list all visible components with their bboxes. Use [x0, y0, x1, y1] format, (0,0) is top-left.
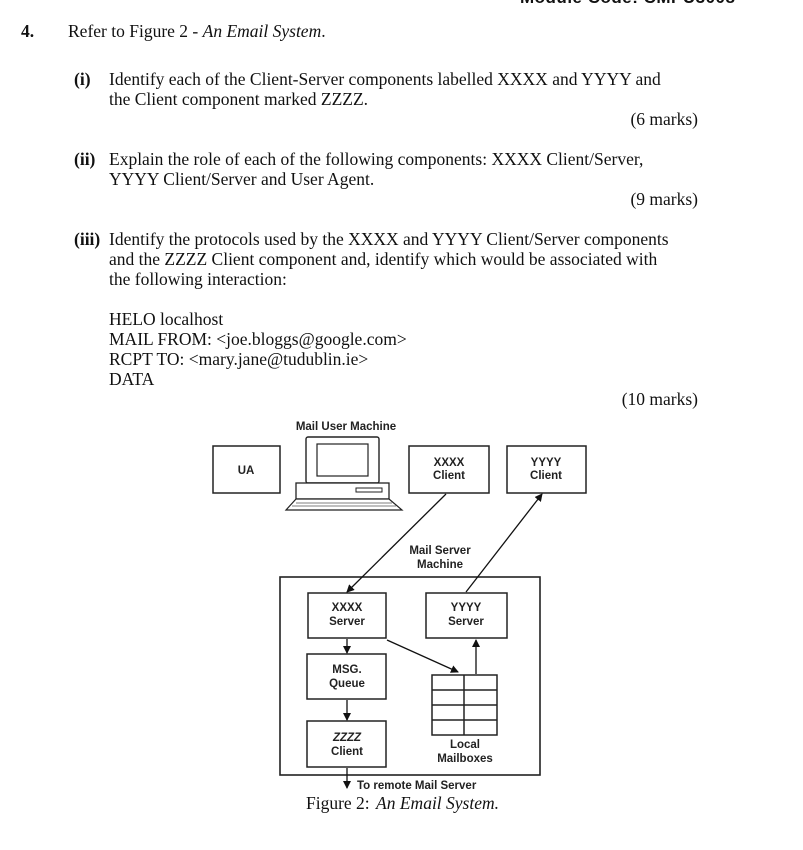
mail-user-machine-label: Mail User Machine: [296, 421, 396, 433]
part-iii-line-2: and the ZZZZ Client component and, ident…: [109, 249, 658, 269]
yyyy-server-label-2: Server: [448, 616, 484, 628]
mail-server-machine-label-1: Mail Server: [409, 545, 471, 557]
intro-prefix: Refer to Figure 2 -: [68, 21, 203, 41]
caption-title: An Email System.: [376, 793, 500, 813]
xxxx-server-box: XXXX Server: [307, 592, 387, 639]
zzzz-client-box: ZZZZ Client: [306, 720, 387, 768]
question-number: 4.: [21, 21, 35, 41]
xxxx-server-label-2: Server: [329, 616, 365, 628]
ua-box: UA: [212, 445, 281, 494]
part-iii-marks: (10 marks): [621, 389, 698, 409]
zzzz-client-label-1: ZZZZ: [332, 732, 362, 744]
to-remote-mail-server-label: To remote Mail Server: [357, 780, 477, 792]
caption-prefix: Figure 2:: [305, 793, 375, 813]
part-ii-label: (ii): [74, 149, 96, 169]
part-iii-line-1: Identify the protocols used by the XXXX …: [109, 229, 669, 249]
part-ii-line-1: Explain the role of each of the followin…: [109, 149, 644, 169]
local-mailboxes-label-2: Mailboxes: [437, 753, 493, 765]
arrow-yyyy-server-to-client: [465, 493, 543, 593]
intro-suffix: .: [321, 21, 326, 41]
part-i-line-2: the Client component marked ZZZZ.: [109, 89, 369, 109]
yyyy-server-box: YYYY Server: [425, 592, 508, 639]
figure-caption: Figure 2: An Email System.: [0, 793, 803, 813]
mail-server-machine-box: [279, 576, 541, 776]
mail-server-machine-label-2: Machine: [417, 559, 463, 571]
smtp-line-data: DATA: [109, 369, 155, 389]
msg-queue-box: MSG. Queue: [306, 653, 387, 700]
part-i-marks: (6 marks): [630, 109, 698, 129]
xxxx-server-label-1: XXXX: [332, 602, 363, 614]
yyyy-client-label-1: YYYY: [531, 457, 562, 469]
part-ii-line-2: YYYY Client/Server and User Agent.: [109, 169, 375, 189]
xxxx-client-label-1: XXXX: [434, 457, 465, 469]
arrow-xxxx-client-to-server: [346, 493, 447, 593]
arrow-server-to-mailboxes: [386, 639, 459, 673]
yyyy-server-label-1: YYYY: [451, 602, 482, 614]
part-iii-line-3: the following interaction:: [109, 269, 287, 289]
intro-title: An Email System: [202, 21, 322, 41]
smtp-line-rcpt-to: RCPT TO: <mary.jane@tudublin.ie>: [109, 349, 369, 369]
part-ii-marks: (9 marks): [630, 189, 698, 209]
part-iii-label: (iii): [74, 229, 101, 249]
part-i-label: (i): [74, 69, 91, 89]
page-header-fragment: Module Code: CMPU3008: [520, 0, 735, 8]
part-i-line-1: Identify each of the Client-Server compo…: [109, 69, 661, 89]
msg-queue-label-1: MSG.: [332, 664, 361, 676]
msg-queue-label-2: Queue: [329, 678, 365, 690]
yyyy-client-label-2: Client: [530, 470, 562, 482]
local-mailboxes-grid: [431, 674, 498, 736]
smtp-line-mail-from: MAIL FROM: <joe.bloggs@google.com>: [109, 329, 407, 349]
smtp-line-helo: HELO localhost: [109, 309, 224, 329]
computer-icon: [284, 436, 404, 511]
ua-label: UA: [238, 465, 255, 477]
xxxx-client-label-2: Client: [433, 470, 465, 482]
yyyy-client-box: YYYY Client: [506, 445, 587, 494]
xxxx-client-box: XXXX Client: [408, 445, 490, 494]
question-intro: Refer to Figure 2 - An Email System.: [68, 21, 326, 41]
local-mailboxes-label-1: Local: [450, 739, 480, 751]
zzzz-client-label-2: Client: [331, 746, 363, 758]
